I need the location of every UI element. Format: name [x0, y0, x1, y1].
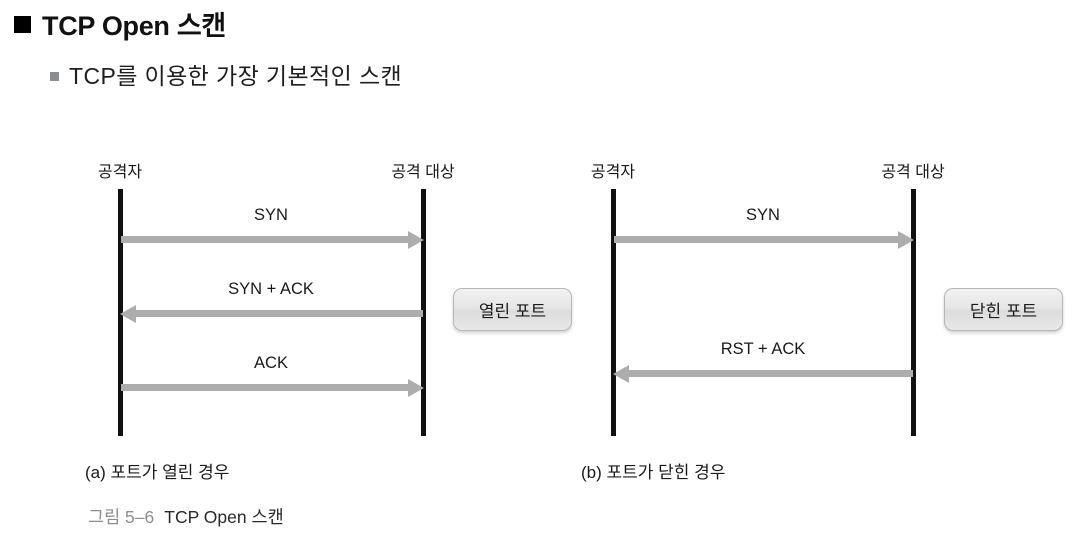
diagram-b-caption: (b) 포트가 닫힌 경우	[581, 463, 726, 482]
diagram-a-message-1-label: SYN	[254, 206, 288, 224]
diagram-a-left-actor-label: 공격자	[97, 164, 143, 181]
figure-caption-name: TCP Open 스캔	[164, 507, 284, 527]
diagram-b-message-2-shaft	[629, 370, 913, 377]
diagram-a-message-3-shaft	[121, 384, 414, 391]
figure-caption: 그림 5–6 TCP Open 스캔	[88, 504, 284, 529]
page-title: TCP Open 스캔	[14, 4, 226, 43]
diagram-a-status-box: 열린 포트	[453, 288, 572, 331]
diagram-b-right-actor-label: 공격 대상	[881, 164, 945, 181]
subtitle-bullet-row: TCP를 이용한 가장 기본적인 스캔	[50, 57, 402, 91]
figure-caption-number: 그림 5–6	[88, 507, 155, 527]
diagram-a-message-2-label: SYN + ACK	[228, 280, 314, 298]
diagram-a-caption: (a) 포트가 열린 경우	[85, 463, 230, 482]
diagram-a-message-2-shaft	[136, 310, 423, 317]
diagram-b-right-lifeline	[911, 189, 916, 436]
page-subtitle-label: TCP를 이용한 가장 기본적인 스캔	[69, 63, 403, 89]
diagram-a-message-1-shaft	[121, 236, 414, 243]
diagram-b-left-actor-label: 공격자	[590, 164, 636, 181]
diagram-a-status-box-label: 열린 포트	[478, 302, 547, 321]
diagram-b-message-2-label: RST + ACK	[720, 340, 806, 358]
diagram-a-message-2-arrowhead-icon	[120, 304, 136, 323]
title-bullet-icon	[14, 16, 31, 33]
diagram-b-left-lifeline	[611, 189, 616, 436]
diagram-b-message-1-label: SYN	[746, 206, 780, 224]
diagram-a-right-actor-label: 공격 대상	[391, 164, 455, 181]
diagram-b-message-2-arrowhead-icon	[613, 364, 629, 383]
diagram-b-message-1-arrowhead-icon	[898, 230, 914, 249]
diagram-b-status-box-label: 닫힌 포트	[969, 302, 1038, 321]
diagram-b-status-box: 닫힌 포트	[944, 288, 1063, 331]
diagram-a-message-3-label: ACK	[254, 354, 288, 372]
diagram-a-right-lifeline	[421, 189, 426, 436]
subtitle-bullet-icon	[50, 71, 59, 81]
diagram-b-message-1-shaft	[614, 236, 904, 243]
diagram-a-message-1-arrowhead-icon	[408, 230, 424, 249]
page-title-label: TCP Open 스캔	[42, 11, 226, 41]
diagram-a-message-3-arrowhead-icon	[408, 378, 424, 397]
